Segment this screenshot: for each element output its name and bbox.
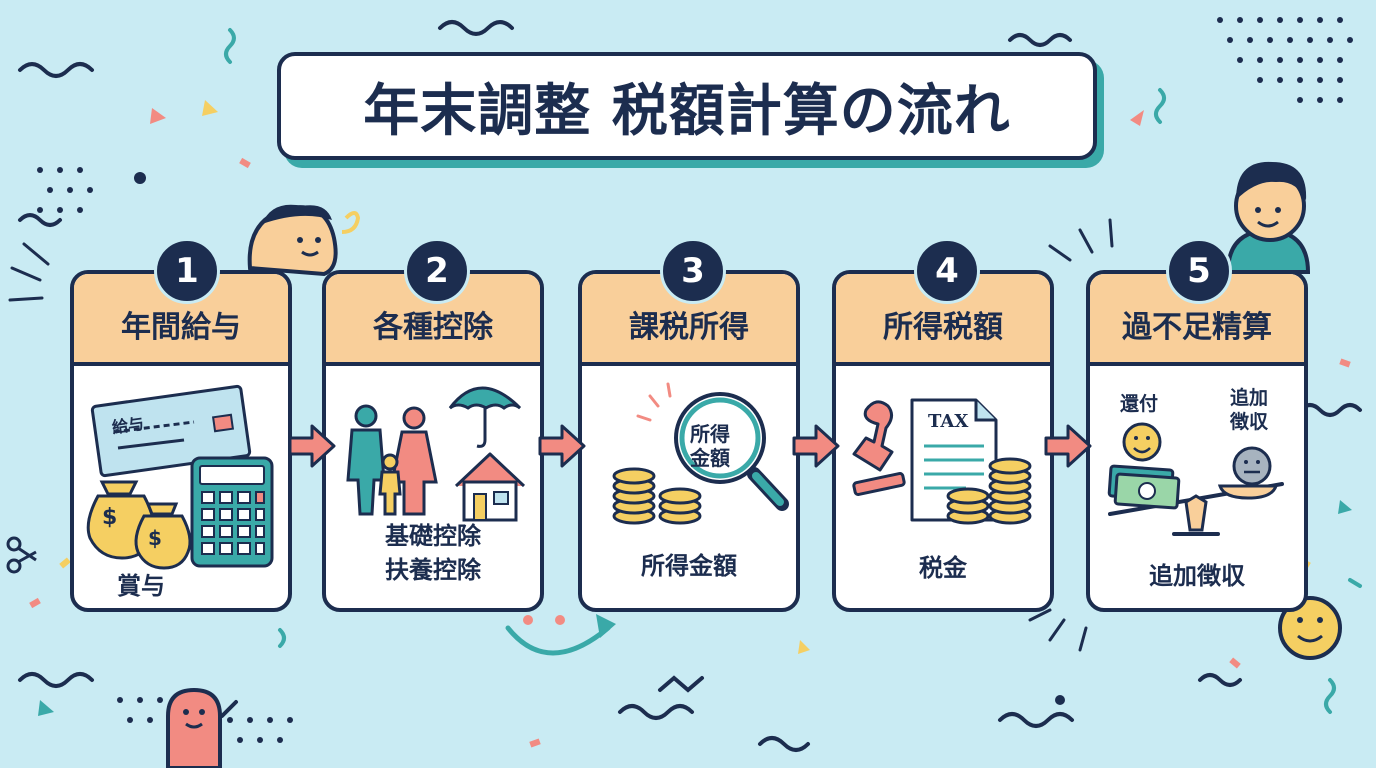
income-tax-illustration — [852, 398, 1032, 525]
step-2-label-line2: 扶養控除 — [385, 556, 481, 584]
step-4-number-badge: 4 — [914, 238, 980, 304]
step-1-card: 年間給与 給与 $ $ 賞与 — [70, 270, 292, 612]
calculator-icon — [190, 456, 274, 568]
step-2-card: 各種控除 基礎控除 扶養控除 — [322, 270, 544, 612]
flow-arrow-4 — [1044, 424, 1092, 468]
dollar-sign-2: $ — [148, 526, 162, 550]
lens-label-line2: 金額 — [690, 446, 730, 470]
step-3-heading: 課税所得 — [629, 310, 749, 345]
stamp-icon — [852, 400, 906, 497]
cash-icon — [1107, 464, 1181, 510]
happy-face-icon — [1122, 422, 1162, 462]
extra-collection-label-line2: 徴収 — [1230, 411, 1269, 433]
step-4-card: 所得税額 TAX 税金 — [832, 270, 1054, 612]
refund-label: 還付 — [1120, 393, 1159, 415]
neutral-face-icon — [1232, 446, 1272, 486]
house-icon — [454, 452, 526, 522]
settlement-illustration — [1107, 422, 1284, 536]
step-1-number-badge: 1 — [154, 238, 220, 304]
tax-document-label: TAX — [928, 411, 969, 432]
step-5-heading: 過不足精算 — [1122, 310, 1272, 345]
step-5-label: 追加徴収 — [1149, 562, 1245, 590]
lens-label-line1: 所得 — [690, 422, 730, 446]
step-5-number-badge: 5 — [1166, 238, 1232, 304]
step-1-label: 賞与 — [117, 572, 165, 600]
page-title: 年末調整 税額計算の流れ — [363, 78, 1011, 144]
deduction-illustration — [346, 386, 526, 522]
step-3-label: 所得金額 — [641, 552, 737, 580]
flow-arrow-3 — [792, 424, 840, 468]
step-3-card: 課税所得 所得 金額 所得金額 — [578, 270, 800, 612]
step-4-label: 税金 — [919, 554, 967, 582]
flow-arrow-1 — [288, 424, 336, 468]
taxable-income-illustration — [612, 382, 789, 525]
step-2-label-line1: 基礎控除 — [385, 522, 481, 550]
title-banner: 年末調整 税額計算の流れ — [277, 52, 1097, 160]
extra-collection-label-line1: 追加 — [1230, 387, 1269, 409]
umbrella-icon — [448, 386, 522, 448]
salary-illustration — [86, 384, 274, 570]
step-4-heading: 所得税額 — [883, 310, 1003, 345]
step-2-heading: 各種控除 — [373, 310, 493, 345]
coin-stack-icon — [612, 467, 702, 525]
coin-stack-icon — [946, 457, 1032, 525]
money-bag-icon — [86, 480, 192, 570]
pay-slip-icon — [90, 384, 252, 478]
flow-arrow-2 — [538, 424, 586, 468]
step-3-number-badge: 3 — [660, 238, 726, 304]
step-1-heading: 年間給与 — [121, 310, 241, 345]
balance-scale-icon — [1108, 482, 1284, 536]
pay-slip-label: 給与 — [110, 413, 146, 438]
family-icon — [346, 404, 438, 516]
step-5-card: 過不足精算 還付 追加 徴収 追加徴収 — [1086, 270, 1308, 612]
magnifier-icon — [674, 392, 789, 511]
dollar-sign-1: $ — [102, 505, 118, 530]
step-2-number-badge: 2 — [404, 238, 470, 304]
step-5-header: 過不足精算 — [1090, 274, 1304, 366]
